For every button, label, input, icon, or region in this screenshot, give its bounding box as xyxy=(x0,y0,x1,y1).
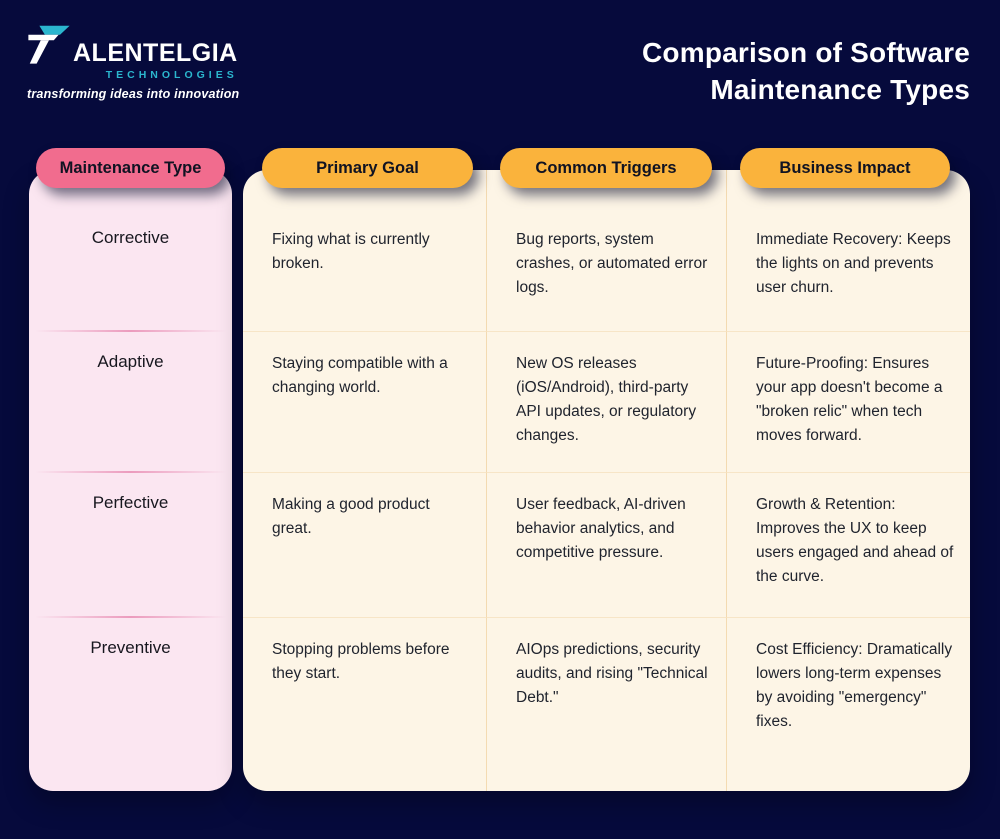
type-adaptive: Adaptive xyxy=(29,332,232,473)
cell-adaptive-goal: Staying compatible with a changing world… xyxy=(243,332,487,473)
brand-logo: ALENTELGIA TECHNOLOGIES transforming ide… xyxy=(27,24,239,101)
cell-perfective-impact: Growth & Retention: Improves the UX to k… xyxy=(727,473,970,618)
maintenance-type-column: Corrective Adaptive Perfective Preventiv… xyxy=(29,170,232,791)
header-maintenance-type: Maintenance Type xyxy=(36,148,225,188)
cell-perfective-triggers: User feedback, AI-driven behavior analyt… xyxy=(487,473,727,618)
header-primary-goal: Primary Goal xyxy=(262,148,473,188)
cell-preventive-triggers: AIOps predictions, security audits, and … xyxy=(487,618,727,791)
header-business-impact: Business Impact xyxy=(740,148,950,188)
cell-preventive-goal: Stopping problems before they start. xyxy=(243,618,487,791)
type-preventive: Preventive xyxy=(90,638,171,657)
page-title-line1: Comparison of Software xyxy=(642,37,970,68)
content-panel: Fixing what is currently broken. Bug rep… xyxy=(243,170,970,791)
header-common-triggers: Common Triggers xyxy=(500,148,712,188)
cell-corrective-goal: Fixing what is currently broken. xyxy=(243,170,487,332)
page-title-line2: Maintenance Types xyxy=(710,74,970,105)
brand-name: ALENTELGIA xyxy=(73,39,238,67)
cell-preventive-impact: Cost Efficiency: Dramatically lowers lon… xyxy=(756,641,953,730)
brand-tagline: transforming ideas into innovation xyxy=(27,87,240,101)
cell-adaptive-triggers: New OS releases (iOS/Android), third-par… xyxy=(487,332,727,473)
type-perfective: Perfective xyxy=(29,473,232,618)
cell-adaptive-impact: Future-Proofing: Ensures your app doesn'… xyxy=(727,332,970,473)
logo-t-icon xyxy=(28,25,70,64)
cell-corrective-triggers: Bug reports, system crashes, or automate… xyxy=(487,170,727,332)
cell-perfective-goal: Making a good product great. xyxy=(243,473,487,618)
type-corrective: Corrective xyxy=(29,170,232,332)
brand-subtitle: TECHNOLOGIES xyxy=(105,69,238,81)
page-title: Comparison of Software Maintenance Types xyxy=(350,34,970,108)
cell-corrective-impact: Immediate Recovery: Keeps the lights on … xyxy=(727,170,970,332)
brand-logo-main: ALENTELGIA TECHNOLOGIES xyxy=(27,24,238,81)
